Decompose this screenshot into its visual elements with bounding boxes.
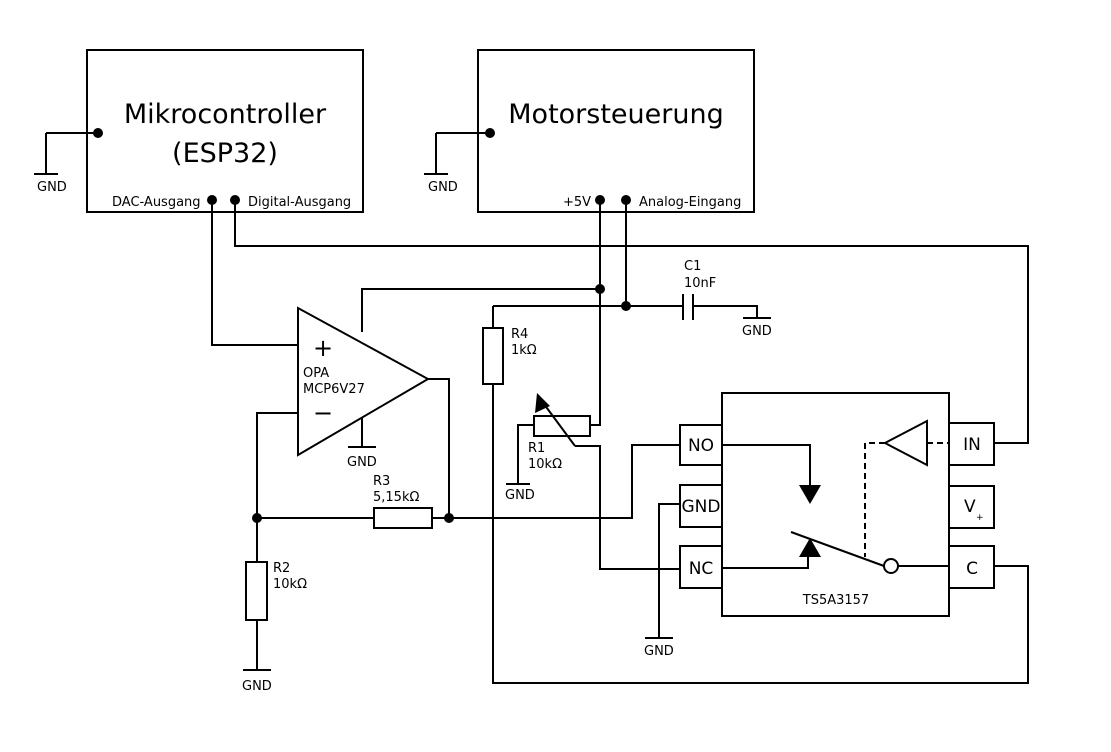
motor-gnd-label: GND <box>428 180 458 195</box>
motor-analog-label: Analog-Eingang <box>639 195 741 210</box>
c1-name: C1 <box>684 259 701 274</box>
c1-gnd-label: GND <box>742 324 772 339</box>
opa-plus: + <box>313 334 333 362</box>
r2-gnd-label: GND <box>242 679 272 694</box>
pin-no-label: NO <box>688 436 714 456</box>
r4-name: R4 <box>511 327 528 342</box>
mcu-dac-label: DAC-Ausgang <box>112 195 201 210</box>
opa-part: MCP6V27 <box>303 382 365 397</box>
mcu-title-line1: Mikrocontroller <box>124 99 327 130</box>
r3-value: 5,15kΩ <box>373 490 419 505</box>
junction-5v <box>595 284 605 294</box>
pin-nc-label: NC <box>689 559 714 579</box>
r4-value: 1kΩ <box>511 343 537 358</box>
r3-name: R3 <box>373 474 390 489</box>
pin-in-label: IN <box>963 435 981 455</box>
switch-part-label: TS5A3157 <box>802 593 869 608</box>
switch-gnd-label: GND <box>644 644 674 659</box>
junction-analog <box>621 301 631 311</box>
r1-value: 10kΩ <box>528 457 562 472</box>
r4-resistor <box>482 327 504 385</box>
motor-5v-label: +5V <box>563 195 591 210</box>
c1-value: 10nF <box>684 276 716 291</box>
r3-resistor <box>373 507 433 529</box>
mcu-digital-label: Digital-Ausgang <box>248 195 351 210</box>
motor-title: Motorsteuerung <box>508 99 723 130</box>
r2-name: R2 <box>273 561 290 576</box>
opa-symbol <box>297 306 431 457</box>
motor-gnd-pin <box>485 128 495 138</box>
r2-value: 10kΩ <box>273 577 307 592</box>
dac-pin <box>207 195 217 205</box>
motor-block <box>477 49 755 213</box>
input-buffer <box>882 419 928 467</box>
junction-feedback <box>252 513 262 523</box>
pot-arrow <box>535 393 550 413</box>
r1-potentiometer <box>533 415 591 437</box>
pin-gnd-box <box>679 484 723 528</box>
analog-pin <box>621 195 631 205</box>
pin-v-label: V <box>964 497 976 517</box>
opa-minus: − <box>313 399 333 427</box>
pin-c-label: C <box>966 559 978 579</box>
pin-v-subscript: + <box>976 513 984 523</box>
nc-arrow <box>799 538 821 557</box>
mcu-block <box>86 49 364 213</box>
opa-name: OPA <box>303 366 329 381</box>
junction-output <box>444 513 454 523</box>
no-arrow <box>799 485 821 504</box>
r1-name: R1 <box>528 441 545 456</box>
opa-gnd-label: GND <box>347 455 377 470</box>
digital-pin <box>230 195 240 205</box>
mcu-title-line2: (ESP32) <box>172 138 278 169</box>
mcu-gnd-label: GND <box>37 180 67 195</box>
pin-gnd-label: GND <box>682 497 721 517</box>
r1-gnd-label: GND <box>505 488 535 503</box>
mcu-gnd-pin <box>93 128 103 138</box>
pin-v-box <box>948 485 995 529</box>
r2-resistor <box>245 561 268 621</box>
plus5v-pin <box>595 195 605 205</box>
switch-contact <box>883 558 899 574</box>
